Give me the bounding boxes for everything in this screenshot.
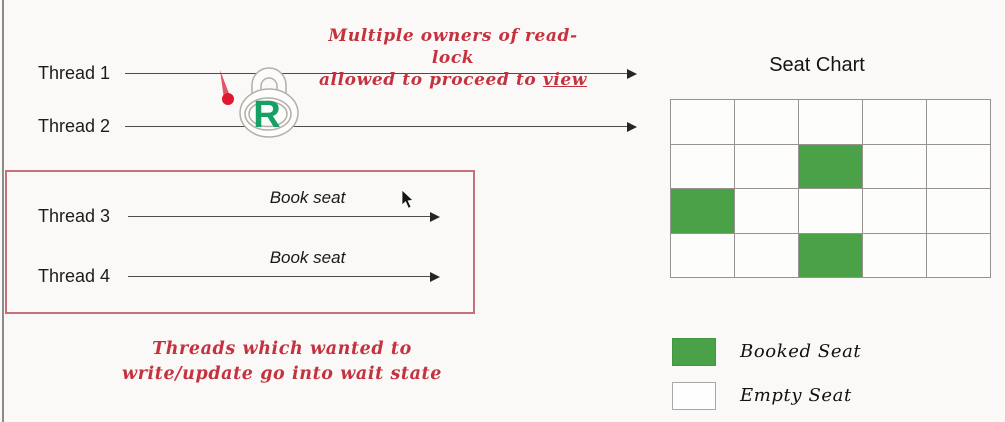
laser-pointer-icon <box>220 70 234 105</box>
arrow-shaft <box>125 126 630 127</box>
arrow-shaft <box>125 73 630 74</box>
seat-cell-booked <box>799 233 863 278</box>
thread-2-label: Thread 2 <box>38 116 111 136</box>
seat-cell-empty <box>735 189 799 234</box>
thread-3-arrow <box>128 211 440 222</box>
seat-cell-empty <box>735 144 799 189</box>
wait-state-annotation: Threads which wanted to write/update go … <box>117 337 447 387</box>
seat-cell-empty <box>927 100 991 145</box>
thread-3-label: Thread 3 <box>38 206 111 226</box>
seat-cell-empty <box>799 189 863 234</box>
legend-swatch-booked <box>672 338 716 366</box>
seat-cell-empty <box>927 144 991 189</box>
thread-4-label: Thread 4 <box>38 266 111 286</box>
thread-1-arrow <box>125 68 637 79</box>
seat-cell-empty <box>863 144 927 189</box>
seat-cell-booked <box>671 189 735 234</box>
wait-state-annotation-line1: Threads which wanted to <box>152 339 412 359</box>
seat-chart-title: Seat Chart <box>769 54 865 76</box>
seat-cell-empty <box>671 233 735 278</box>
read-lock-icon: R <box>239 67 299 138</box>
read-lock-annotation-line1: Multiple owners of read-lock <box>328 26 578 68</box>
thread-4-arrow <box>128 271 440 282</box>
seat-grid <box>670 99 991 278</box>
lock-letter: R <box>253 94 280 136</box>
waiting-threads-box <box>5 170 475 314</box>
seat-cell-empty <box>863 100 927 145</box>
arrowhead-icon <box>430 271 440 282</box>
view-emphasis: view <box>542 70 588 90</box>
legend-label-booked: Booked Seat <box>740 341 862 362</box>
arrowhead-icon <box>430 211 440 222</box>
seat-cell-empty <box>927 233 991 278</box>
legend-label-empty: Empty Seat <box>740 385 852 406</box>
seat-cell-empty <box>735 100 799 145</box>
arrow-shaft <box>128 276 433 277</box>
read-lock-annotation: Multiple owners of read-lock allowed to … <box>313 25 593 91</box>
book-seat-label-2: Book seat <box>269 248 346 267</box>
seat-cell-empty <box>863 189 927 234</box>
seat-cell-empty <box>671 144 735 189</box>
seat-cell-empty <box>863 233 927 278</box>
wait-state-annotation-line2: write/update go into wait state <box>122 364 442 384</box>
thread-1-label: Thread 1 <box>38 63 111 83</box>
seat-cell-empty <box>735 233 799 278</box>
arrowhead-icon <box>627 68 637 79</box>
seat-cell-empty <box>799 100 863 145</box>
mouse-cursor-icon <box>401 189 414 209</box>
read-lock-annotation-line2: allowed to proceed to view <box>318 70 588 90</box>
arrowhead-icon <box>627 121 637 132</box>
seat-cell-booked <box>799 144 863 189</box>
seat-cell-empty <box>671 100 735 145</box>
seat-cell-empty <box>927 189 991 234</box>
arrow-shaft <box>128 216 433 217</box>
thread-2-arrow <box>125 121 637 132</box>
legend-swatch-empty <box>672 382 716 410</box>
book-seat-label-1: Book seat <box>269 188 346 207</box>
left-frame-line <box>2 0 4 422</box>
